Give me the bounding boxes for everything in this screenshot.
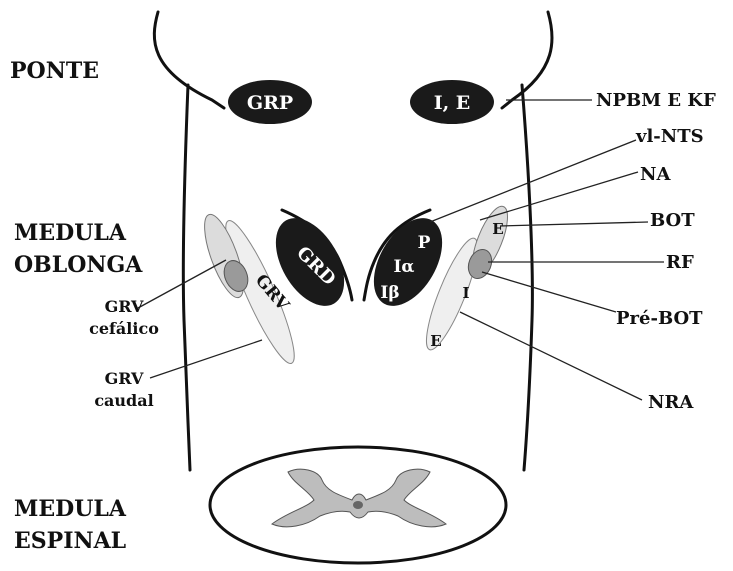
leader-grv-caudal — [150, 340, 262, 378]
grp-label: GRP — [247, 92, 293, 114]
label-nra: NRA — [648, 392, 694, 413]
label-pre-bot: Pré-BOT — [616, 308, 703, 329]
i-alpha-label: Iα — [393, 257, 414, 277]
e-bottom-label: E — [430, 332, 441, 350]
region-medula-oblonga-2: OBLONGA — [14, 252, 143, 278]
region-medula-oblonga-1: MEDULA — [14, 220, 127, 246]
label-grv-caudal-1: GRV — [105, 369, 144, 388]
label-bot: BOT — [650, 210, 695, 231]
central-canal — [353, 501, 363, 509]
e-top-label: E — [492, 220, 503, 238]
label-grv-cefalico-2: cefálico — [89, 319, 159, 338]
i-beta-label: Iβ — [380, 283, 399, 303]
leader-bot — [500, 222, 648, 226]
region-medula-espinal-2: ESPINAL — [14, 528, 126, 554]
label-na: NA — [640, 164, 671, 185]
region-medula-espinal-1: MEDULA — [14, 496, 127, 522]
brainstem-outline — [154, 12, 224, 108]
label-rf: RF — [666, 252, 694, 273]
region-ponte: PONTE — [10, 58, 99, 84]
pons-right-edge — [522, 85, 532, 470]
pons-left-edge — [183, 85, 190, 470]
p-label: P — [418, 233, 431, 253]
brainstem-right-upper — [502, 12, 552, 108]
label-grv-cefalico-1: GRV — [105, 297, 144, 316]
leader-nra — [460, 312, 642, 400]
leader-vl-nts — [430, 140, 636, 222]
label-grv-caudal-2: caudal — [94, 391, 153, 410]
i-mid-label: I — [462, 284, 469, 302]
leader-na — [480, 172, 638, 220]
ie-label: I, E — [434, 92, 471, 114]
leader-pre-bot — [482, 272, 616, 312]
label-vl-nts: vl-NTS — [635, 126, 704, 147]
label-npbm-kf: NPBM E KF — [596, 90, 716, 111]
